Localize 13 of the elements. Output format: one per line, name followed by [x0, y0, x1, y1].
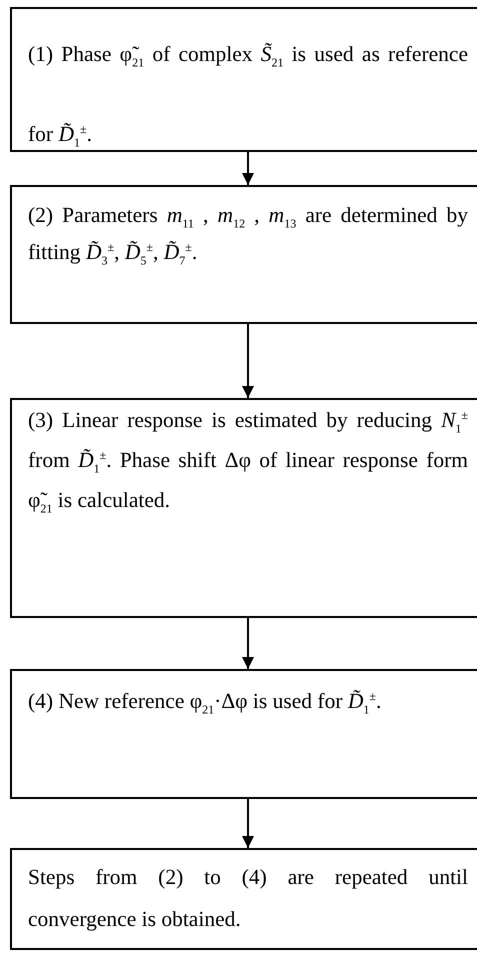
- process-box: [10, 848, 477, 950]
- arrow: [242, 799, 254, 848]
- process-box: [10, 7, 477, 152]
- process-box: [10, 185, 477, 324]
- arrow: [242, 324, 254, 398]
- step-text: (1) Phase φ̃$_{21}$ of complex S̃$_{21}$ is used as reference for D̃$_{1}$$^{±}$.: [28, 41, 468, 152]
- process-box: [10, 398, 477, 618]
- arrow: [242, 618, 254, 669]
- step-text: (4) New reference φ$_{21}$·Δφ is used for D̃$_{1}$$^{±}$.: [28, 688, 382, 718]
- step-text: Steps from (2) to (4) are repeated until convergence is obtained.: [28, 864, 468, 933]
- step-text: (2) Parameters m$_{11}$ , m$_{12}$ , m$_{13}$ are determined by fitting D̃$_{3}$$^{±}$, D̃$_{5}$$^{±}$, D̃$_{7}$$^{±}$.: [28, 202, 468, 270]
- process-box: [10, 669, 477, 799]
- arrow: [242, 152, 254, 185]
